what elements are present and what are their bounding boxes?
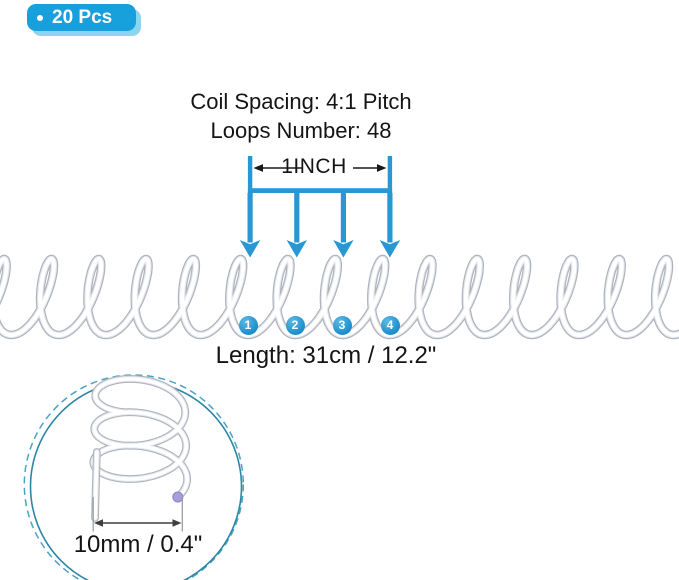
wire-end-dot: [172, 491, 184, 503]
quantity-badge: 20 Pcs: [27, 4, 136, 31]
diameter-dimension-arrow: [92, 497, 183, 532]
loop-pointer-arrows: [239, 193, 401, 258]
bullet-icon: [37, 14, 43, 21]
spec-text-block: Coil Spacing: 4:1 Pitch Loops Number: 48: [151, 88, 451, 145]
inch-measure-arrows: [253, 164, 387, 172]
down-arrow-icon: [340, 193, 346, 243]
loop-marker-1: 1: [238, 315, 258, 335]
diameter-label: 10mm / 0.4": [73, 531, 203, 558]
down-arrow-icon: [387, 193, 393, 243]
down-arrow-icon: [294, 193, 300, 243]
length-label: Length: 31cm / 12.2": [215, 342, 437, 369]
down-arrow-icon: [247, 193, 253, 243]
loops-number-label: Loops Number: 48: [210, 117, 392, 143]
pitch-bracket: [247, 156, 393, 193]
inset-coil-illustration: [89, 374, 191, 522]
loop-marker-2: 2: [285, 315, 305, 335]
coil-spacing-label: Coil Spacing: 4:1 Pitch: [190, 89, 412, 114]
down-arrow-icon: [333, 240, 354, 258]
loop-marker-3: 3: [332, 315, 352, 335]
down-arrow-icon: [286, 240, 307, 258]
quantity-badge-label: 20 Pcs: [52, 7, 113, 28]
pitch-label: 1INCH: [281, 155, 347, 178]
down-arrow-icon: [239, 240, 261, 258]
coil-illustration: [0, 254, 679, 340]
loop-marker-4: 4: [380, 315, 400, 335]
down-arrow-icon: [379, 240, 401, 258]
